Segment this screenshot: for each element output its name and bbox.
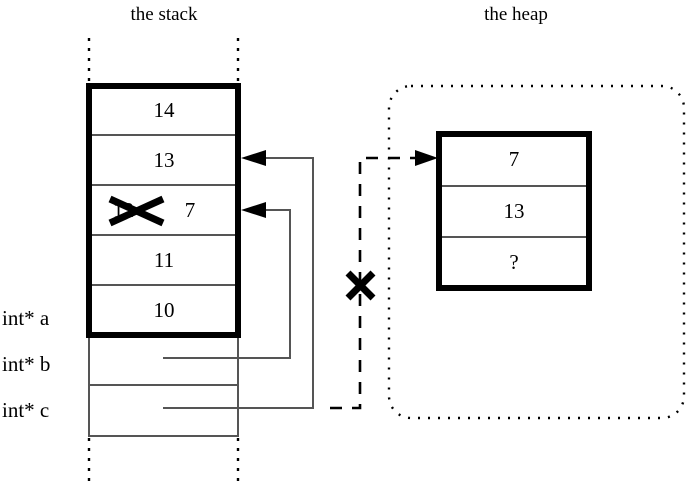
stack-heading: the stack [130,4,198,25]
stack-cell-value-1: 13 [153,148,175,172]
stack-cell-old-value-2: 12 [113,198,134,222]
heap-pointer-crossout-icon [345,270,376,301]
variable-label-a: int* a [2,306,50,330]
variable-label-c: int* c [2,398,50,422]
heap-block-frame [436,131,592,291]
stale-pointer-arrowhead [415,150,438,166]
pointer-arrowhead-c [241,150,266,166]
pointer-arrowhead-b [241,202,266,218]
heap-cell-value-0: 7 [508,147,520,171]
stale-pointer-line-dashed [330,156,425,410]
stack-cell-value-2: 7 [184,198,196,222]
pointer-line-c [163,157,314,409]
variable-label-b: int* b [2,352,51,376]
pointer-line-b [163,209,291,359]
stack-cell-value-3: 11 [153,248,175,272]
stack-value-crossout-icon [108,195,165,227]
heap-heading: the heap [484,4,548,25]
stack-main-frame [86,83,241,338]
stack-cell-value-0: 14 [153,98,175,122]
heap-cell-value-2: ? [509,250,519,274]
stack-cell-value-4: 10 [153,298,175,322]
heap-cell-value-1: 13 [503,199,525,223]
